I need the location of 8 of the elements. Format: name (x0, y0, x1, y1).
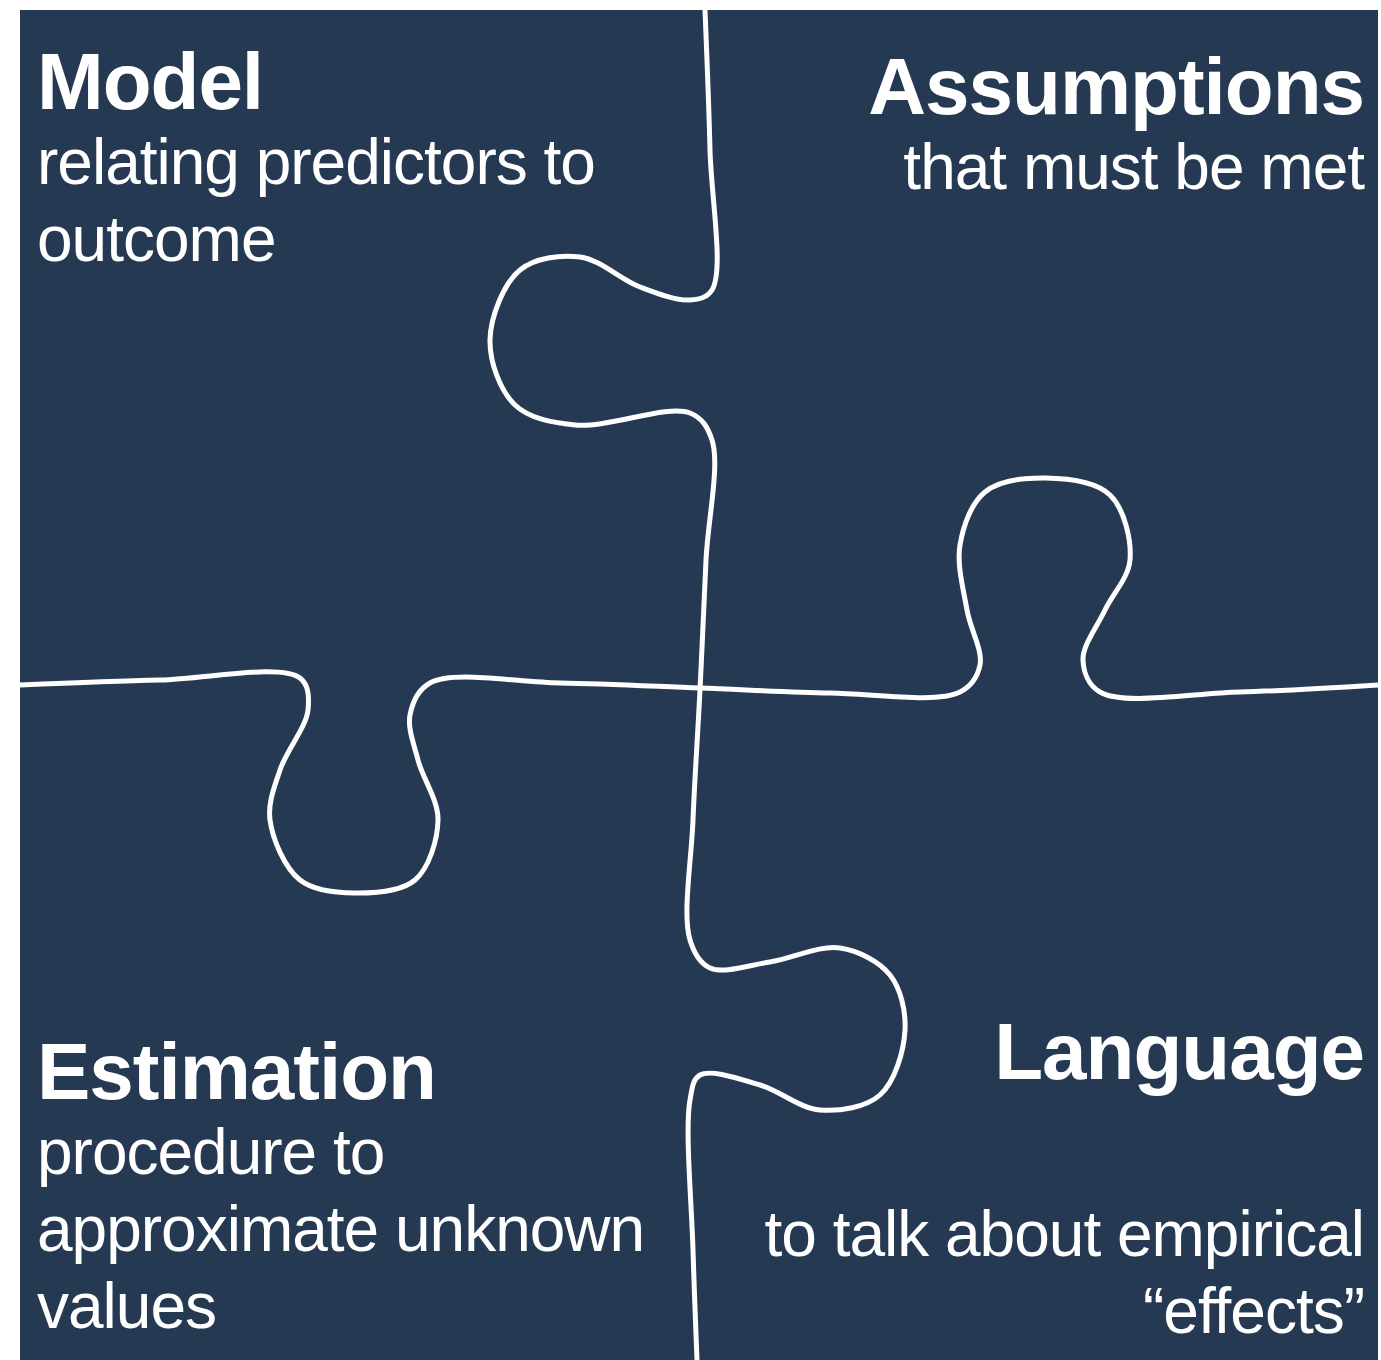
piece-description: to talk about empirical “effects” (763, 1197, 1364, 1350)
piece-heading: Language (993, 1010, 1364, 1094)
piece-description: relating predictors to outcome (37, 125, 596, 277)
piece-description: procedure to approximate unknown values (37, 1115, 646, 1344)
piece-heading: Estimation (37, 1030, 437, 1114)
piece-heading: Assumptions (867, 45, 1364, 129)
piece-heading: Model (37, 40, 265, 124)
piece-description: that must be met (902, 131, 1364, 205)
